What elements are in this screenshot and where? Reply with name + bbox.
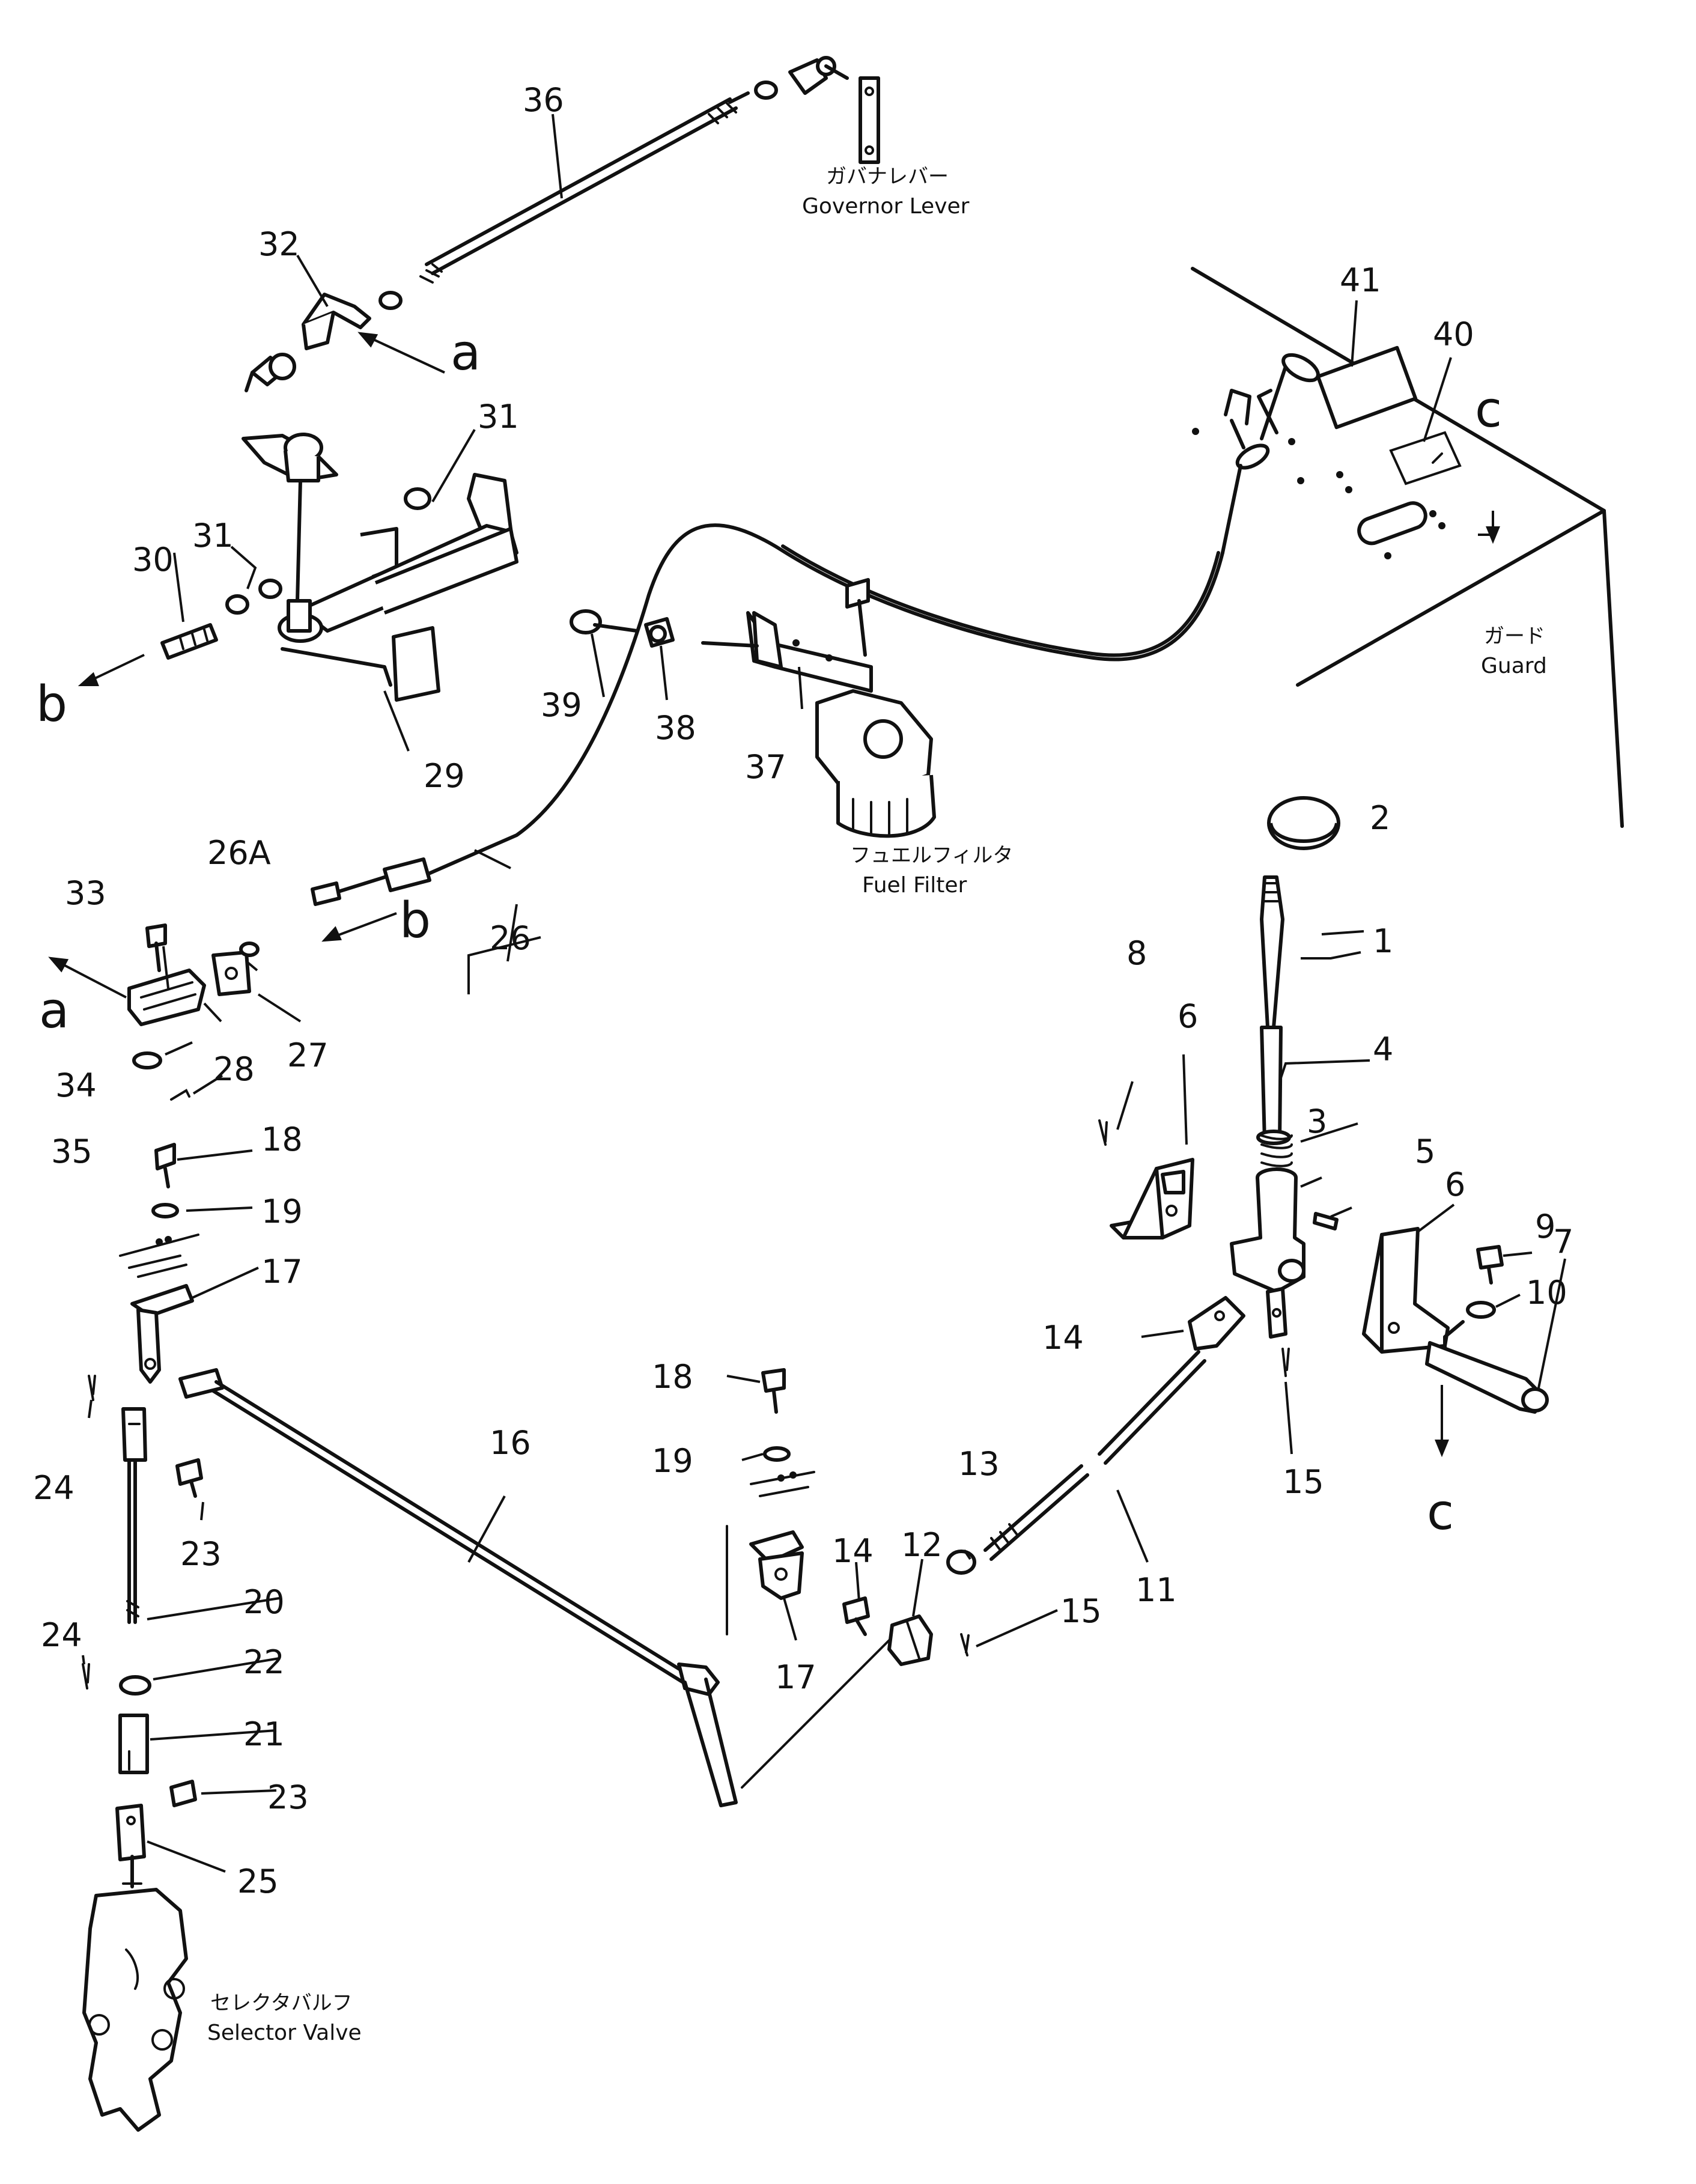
leader-lines — [82, 114, 1566, 1873]
label-9: 9 — [1535, 1208, 1555, 1246]
ref-b-left: b — [36, 676, 67, 733]
label-4: 4 — [1373, 1030, 1393, 1068]
selector-valve-en: Selector Valve — [207, 2021, 362, 2045]
label-32: 32 — [258, 225, 300, 263]
label-6-right: 6 — [1445, 1166, 1465, 1203]
label-34: 34 — [55, 1066, 97, 1104]
label-12: 12 — [901, 1526, 943, 1564]
middle-bracket-17 — [726, 1368, 815, 1635]
label-39: 39 — [541, 686, 582, 724]
label-30: 30 — [132, 541, 174, 579]
label-35: 35 — [51, 1133, 93, 1170]
label-40: 40 — [1433, 315, 1474, 353]
label-2: 2 — [1370, 799, 1390, 837]
label-28: 28 — [213, 1050, 255, 1088]
label-27: 27 — [287, 1036, 329, 1074]
selector-linkage — [82, 1375, 203, 2132]
governor-lever-en: Governor Lever — [802, 194, 970, 219]
label-25: 25 — [237, 1863, 279, 1900]
label-20: 20 — [243, 1583, 285, 1621]
label-21: 21 — [243, 1715, 285, 1753]
governor-lever-jp: ガバナレバー — [826, 165, 949, 189]
label-24-lower: 24 — [41, 1616, 82, 1654]
label-6-left: 6 — [1178, 997, 1198, 1035]
label-24-upper: 24 — [33, 1469, 74, 1507]
label-17-mid: 17 — [775, 1658, 816, 1696]
label-19-mid: 19 — [652, 1442, 693, 1480]
label-14-mid: 14 — [832, 1532, 874, 1570]
label-33: 33 — [65, 874, 106, 912]
rod-36-assembly — [419, 56, 880, 284]
ref-b-mid: b — [400, 892, 431, 949]
label-3: 3 — [1307, 1103, 1327, 1140]
clip-bracket-37 — [570, 578, 873, 693]
fuel-filter-en: Fuel Filter — [862, 873, 967, 898]
reference-letter-labels: a b b a c c — [36, 324, 1502, 1541]
ref-a-left: a — [39, 982, 69, 1039]
rod-11-assembly — [842, 1296, 1245, 1666]
selector-valve-jp: セレクタバルフ — [210, 1991, 353, 2015]
label-26: 26 — [490, 919, 531, 957]
label-17-left: 17 — [261, 1253, 303, 1291]
label-31-lower: 31 — [192, 517, 234, 555]
label-8: 8 — [1126, 934, 1147, 972]
left-bracket-17 — [119, 1143, 199, 1384]
label-18-left: 18 — [261, 1121, 303, 1158]
label-41: 41 — [1340, 261, 1381, 299]
label-19-left: 19 — [261, 1193, 303, 1230]
label-26A: 26A — [207, 834, 271, 872]
side-brackets-6 — [1098, 1119, 1549, 1414]
label-13: 13 — [958, 1445, 1000, 1483]
shift-lever-assembly — [1230, 796, 1340, 1377]
label-1: 1 — [1373, 922, 1393, 960]
label-37: 37 — [745, 748, 786, 786]
label-23-upper: 23 — [180, 1535, 222, 1573]
bracket-29-32-assembly — [242, 291, 518, 702]
label-5: 5 — [1415, 1133, 1435, 1170]
label-38: 38 — [655, 709, 696, 747]
label-16: 16 — [490, 1424, 531, 1462]
slider-block-28 — [127, 923, 260, 1101]
ref-c-top: c — [1475, 382, 1502, 439]
label-11: 11 — [1135, 1571, 1177, 1609]
reference-arrows — [48, 332, 1500, 1458]
part-number-labels: 36 32 31 31 30 29 39 38 37 26 26A 33 28 … — [33, 81, 1573, 1900]
guard-panel — [1191, 267, 1624, 828]
fuel-filter-jp: フュエルフィルタ — [850, 844, 1013, 868]
label-7: 7 — [1553, 1223, 1573, 1261]
ref-a-top: a — [451, 324, 481, 382]
guard-jp: ガード — [1484, 624, 1545, 648]
callout-labels: ガバナレバー Governor Lever ガード Guard フュエルフィルタ… — [207, 165, 1547, 2045]
label-14-right: 14 — [1042, 1319, 1084, 1357]
fuel-filter — [815, 689, 936, 838]
label-31-upper: 31 — [478, 398, 519, 436]
label-15-right: 15 — [1283, 1463, 1324, 1501]
nuts-and-stud — [160, 487, 431, 660]
label-10: 10 — [1526, 1274, 1567, 1312]
guard-en: Guard — [1481, 654, 1547, 678]
ref-c-bottom: c — [1427, 1484, 1454, 1541]
label-29: 29 — [424, 757, 465, 795]
label-22: 22 — [243, 1643, 285, 1681]
label-18-mid: 18 — [652, 1358, 693, 1396]
label-36: 36 — [523, 81, 564, 119]
cross-shaft-16 — [178, 1368, 890, 1807]
label-23-lower: 23 — [267, 1778, 309, 1816]
label-15-mid: 15 — [1060, 1592, 1102, 1630]
